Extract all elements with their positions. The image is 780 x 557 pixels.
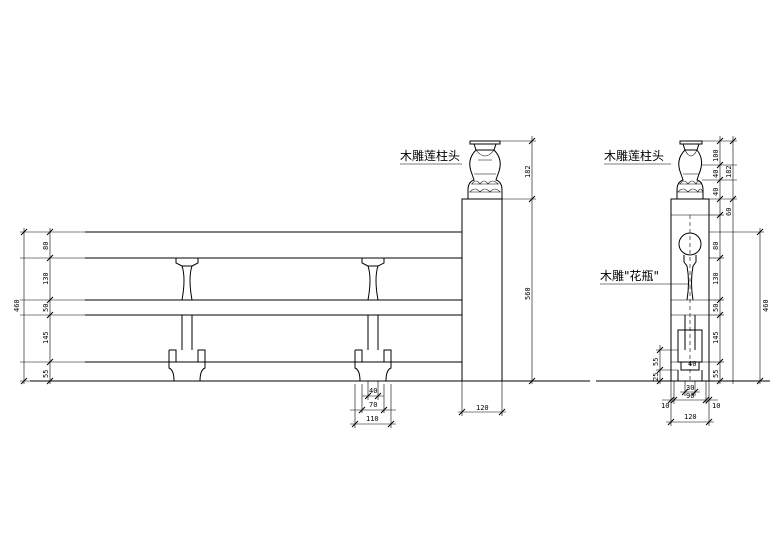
carved-vase	[677, 215, 703, 381]
dim-text: 25	[652, 373, 660, 381]
right-section: 木雕莲柱头 木雕"花瓶"	[596, 136, 770, 426]
dim-text: 110	[366, 415, 379, 423]
dim-text: 40	[712, 188, 720, 196]
dim-text: 145	[42, 331, 50, 344]
newel-post	[670, 198, 710, 382]
dim-text: 70	[369, 401, 377, 409]
dim-text: 130	[712, 272, 720, 285]
dim-text: 55	[42, 370, 50, 378]
dim-total: 460	[762, 299, 770, 312]
dim-text: 60	[725, 208, 733, 216]
dim-text: 80	[712, 242, 720, 250]
post-dimension-chain	[500, 136, 536, 385]
baluster-lower	[168, 315, 206, 382]
dim-text: 55	[712, 370, 720, 378]
dim-text: 40	[712, 170, 720, 178]
left-small-dimensions	[656, 345, 678, 385]
dim-text: 80	[42, 242, 50, 250]
post-width-dimension	[458, 381, 506, 416]
lotus-post-head	[676, 140, 704, 199]
dim-text: 145	[712, 331, 720, 344]
post-head-label: 木雕莲柱头	[604, 148, 664, 163]
dim-text: 90	[686, 392, 694, 400]
baluster-vase	[361, 258, 385, 301]
dim-text: 40	[688, 360, 696, 368]
dim-total: 460	[13, 299, 21, 312]
lotus-post-head	[467, 140, 503, 199]
dim-text: 40	[369, 387, 377, 395]
dim-text: 130	[42, 272, 50, 285]
dim-text: 560	[524, 287, 532, 300]
newel-post	[461, 198, 503, 382]
dim-text: 50	[42, 304, 50, 312]
post-head-label: 木雕莲柱头	[400, 148, 460, 163]
dim-text: 50	[712, 304, 720, 312]
dim-text: 10	[661, 402, 669, 410]
dim-text: 30	[686, 384, 694, 392]
right-dimension-chain	[702, 136, 764, 385]
dim-text: 182	[524, 165, 532, 178]
dim-text: 55	[652, 358, 660, 366]
vase-label: 木雕"花瓶"	[600, 268, 659, 283]
dim-text: 100	[712, 149, 720, 162]
dim-text: 120	[476, 404, 489, 412]
baluster-lower	[354, 315, 392, 382]
baluster-bottom-dimensions	[350, 381, 396, 428]
dim-text: 120	[684, 413, 697, 421]
bottom-dimensions	[662, 381, 718, 426]
left-elevation: 木雕莲柱头 460 80 130 50 145 55	[13, 136, 590, 428]
left-dimension-chain	[20, 228, 90, 385]
dim-text: 182	[725, 165, 733, 178]
dim-text: 10	[712, 402, 720, 410]
baluster-vase	[175, 258, 199, 301]
